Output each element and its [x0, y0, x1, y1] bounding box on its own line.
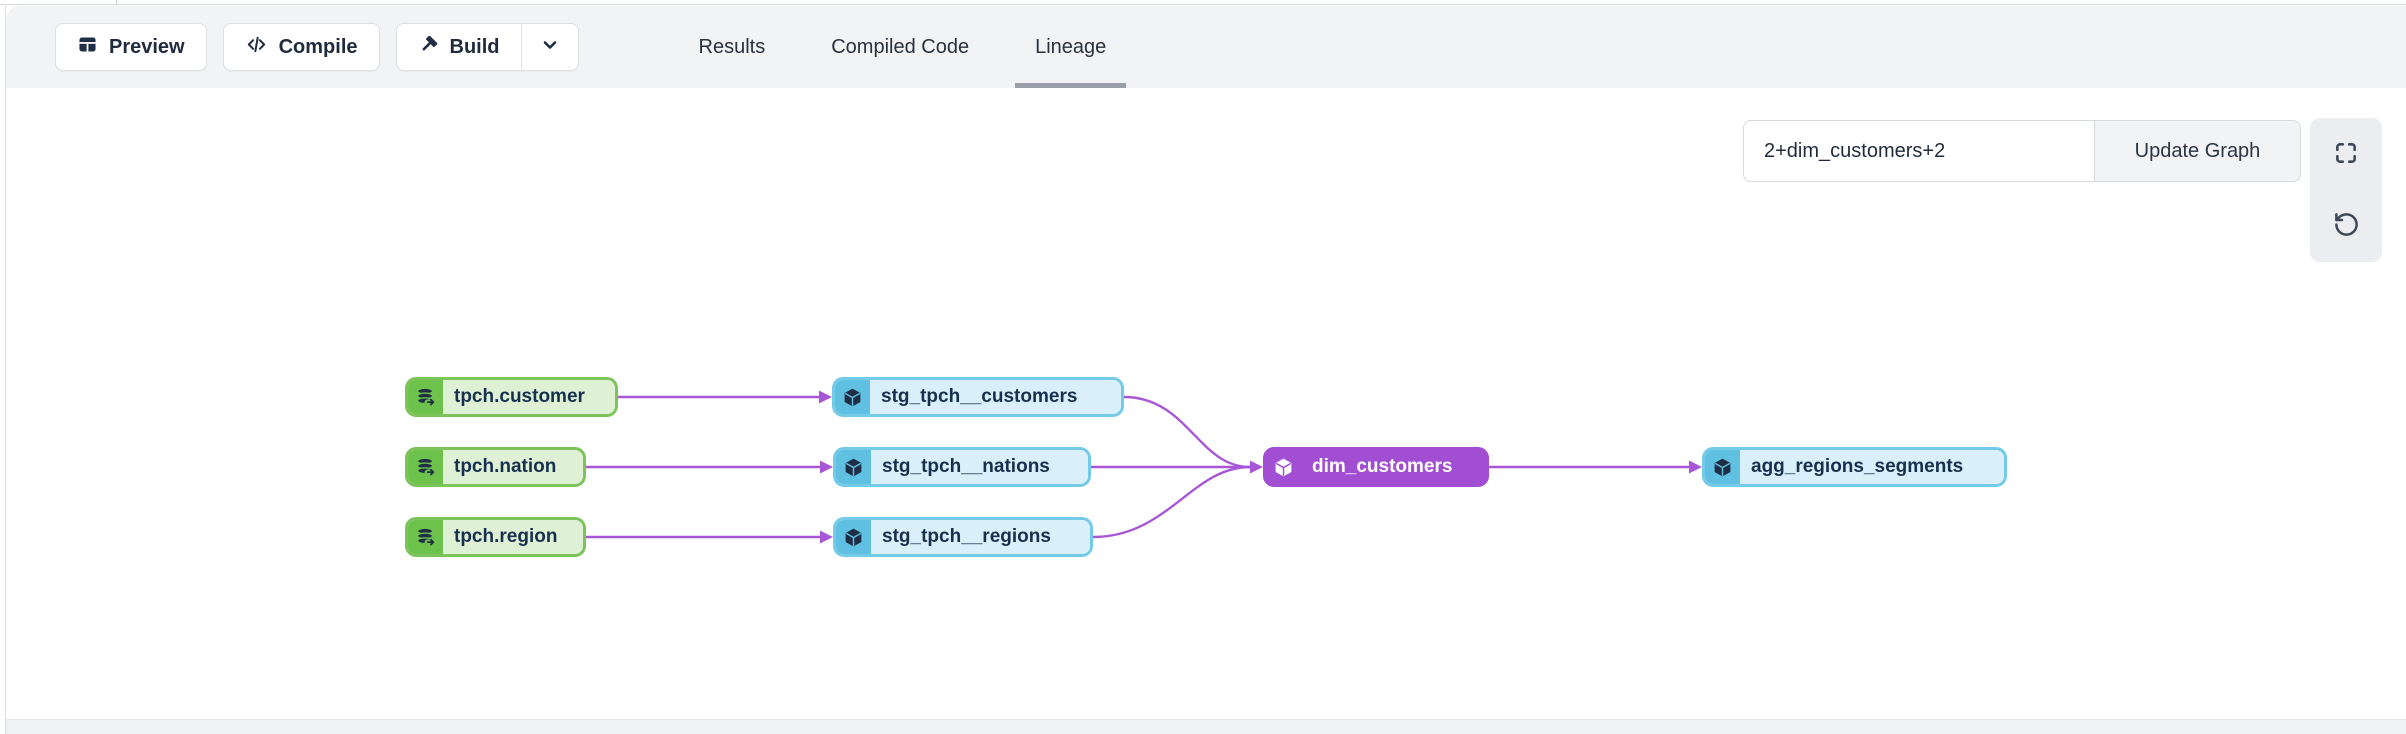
cube-icon — [1266, 450, 1301, 484]
build-button-divider — [520, 24, 522, 70]
cube-icon — [836, 450, 871, 484]
lineage-node-dim-customers[interactable]: dim_customers — [1263, 447, 1489, 487]
maximize-icon — [2333, 140, 2359, 169]
edge — [1092, 465, 1251, 539]
node-label: stg_tpch__regions — [871, 520, 1090, 554]
preview-button-label: Preview — [109, 35, 185, 58]
edge-arrowhead — [819, 390, 832, 404]
update-graph-button[interactable]: Update Graph — [2094, 120, 2301, 182]
tab-results-label: Results — [698, 35, 766, 58]
tab-lineage-label: Lineage — [1035, 35, 1107, 58]
build-button[interactable]: Build — [397, 24, 521, 70]
node-label: stg_tpch__nations — [871, 450, 1088, 484]
lineage-node-tpch-nation[interactable]: tpch.nation — [405, 447, 586, 487]
lineage-selector-group: Update Graph — [1743, 120, 2301, 182]
compile-button[interactable]: Compile — [222, 23, 380, 71]
build-button-label: Build — [449, 35, 500, 58]
node-label: tpch.nation — [443, 450, 583, 484]
tab-results[interactable]: Results — [679, 6, 786, 88]
file-tab-divider — [116, 0, 117, 5]
lineage-node-stg-tpch-customers[interactable]: stg_tpch__customers — [832, 377, 1124, 417]
code-icon — [245, 33, 268, 62]
chevron-down-icon — [538, 33, 562, 62]
result-tabs: Results Compiled Code Lineage — [679, 6, 1127, 88]
bottom-panel-edge — [6, 719, 2406, 734]
database-icon — [408, 380, 443, 414]
node-label: agg_regions_segments — [1740, 450, 2004, 484]
database-icon — [408, 520, 443, 554]
tab-lineage[interactable]: Lineage — [1015, 6, 1127, 88]
node-label: stg_tpch__customers — [870, 380, 1121, 414]
edge — [1123, 395, 1251, 469]
editor-toolbar: Preview Compile Build Results Compiled C… — [6, 6, 2406, 88]
node-label: tpch.customer — [443, 380, 615, 414]
node-label: tpch.region — [443, 520, 583, 554]
lineage-view-controls — [2310, 118, 2382, 262]
cube-icon — [1705, 450, 1740, 484]
edge-arrowhead — [1250, 460, 1263, 474]
cube-icon — [835, 380, 870, 414]
database-icon — [408, 450, 443, 484]
node-label: dim_customers — [1301, 450, 1486, 484]
cube-icon — [836, 520, 871, 554]
table-grid-icon — [77, 34, 98, 61]
edge-arrowhead — [1689, 460, 1702, 474]
build-split-button: Build — [395, 23, 579, 71]
edge-arrowhead — [820, 460, 833, 474]
lineage-selector-input[interactable] — [1743, 120, 2094, 182]
build-options-button[interactable] — [522, 24, 578, 70]
lineage-node-tpch-customer[interactable]: tpch.customer — [405, 377, 618, 417]
preview-button[interactable]: Preview — [55, 23, 207, 71]
tab-compiled-code-label: Compiled Code — [831, 35, 970, 58]
lineage-node-stg-tpch-regions[interactable]: stg_tpch__regions — [833, 517, 1093, 557]
compile-button-label: Compile — [278, 35, 358, 58]
hammer-icon — [418, 34, 439, 61]
lineage-node-tpch-region[interactable]: tpch.region — [405, 517, 586, 557]
rotate-ccw-icon — [2333, 211, 2360, 241]
top-tabbar-edge — [0, 0, 2406, 5]
reset-view-button[interactable] — [2310, 190, 2382, 262]
panel-left-border — [5, 5, 6, 734]
lineage-node-stg-tpch-nations[interactable]: stg_tpch__nations — [833, 447, 1091, 487]
tab-compiled-code[interactable]: Compiled Code — [811, 6, 989, 88]
lineage-node-agg-regions-segments[interactable]: agg_regions_segments — [1702, 447, 2007, 487]
edge-arrowhead — [820, 530, 833, 544]
fullscreen-button[interactable] — [2310, 118, 2382, 190]
